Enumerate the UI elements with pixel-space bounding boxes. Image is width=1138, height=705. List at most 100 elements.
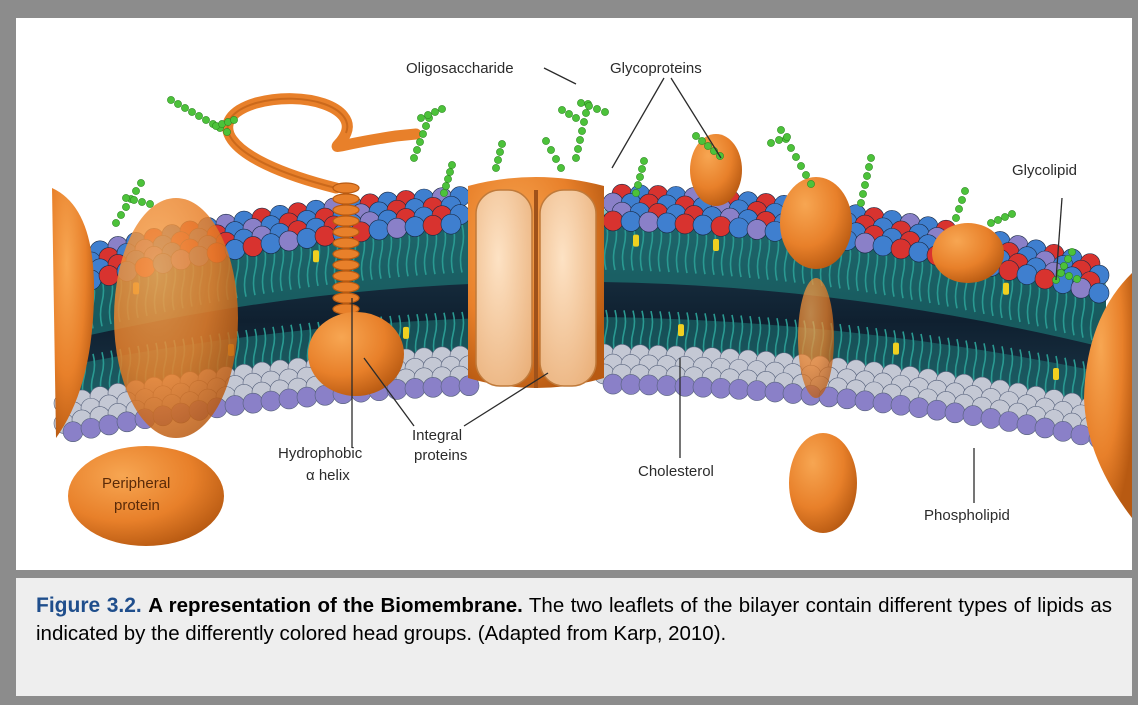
phospholipid-head <box>711 216 731 236</box>
sugar-bead <box>494 156 501 163</box>
cholesterol-molecule <box>713 239 719 251</box>
left-integral-protein <box>114 198 238 438</box>
phospholipid-head <box>315 226 335 246</box>
sugar-bead <box>417 114 424 121</box>
phospholipid-head <box>675 376 695 396</box>
sugar-bead <box>547 146 554 153</box>
phospholipid-head <box>873 236 893 256</box>
cholesterol-molecule <box>678 324 684 336</box>
membrane-illustration: Oligosaccharide Glycoproteins Glycolipid… <box>16 18 1132 570</box>
cholesterol-molecule <box>633 235 639 247</box>
helix-turn <box>333 282 359 292</box>
sugar-bead <box>578 127 585 134</box>
figure-number: Figure 3.2. <box>36 594 142 617</box>
phospholipid-head <box>657 213 677 233</box>
label-phospholipid: Phospholipid <box>924 507 1010 524</box>
sugar-bead <box>692 132 699 139</box>
glycolipid-attached-protein <box>932 223 1004 283</box>
phospholipid-head <box>657 376 677 396</box>
sugar-bead <box>223 128 230 135</box>
helix-turn <box>333 238 359 248</box>
phospholipid-head <box>423 215 443 235</box>
sugar-bead <box>640 157 647 164</box>
helix-turn <box>333 183 359 193</box>
phospholipid-head <box>1035 269 1055 289</box>
sugar-bead <box>1073 275 1080 282</box>
phospholipid-head <box>621 374 641 394</box>
sugar-bead <box>1008 210 1015 217</box>
phospholipid-head <box>261 391 281 411</box>
cholesterol-molecule <box>313 250 319 262</box>
phospholipid-head <box>729 379 749 399</box>
sugar-bead <box>202 116 209 123</box>
sugar-bead <box>230 116 237 123</box>
sugar-bead <box>704 142 711 149</box>
phospholipid-head <box>783 384 803 404</box>
sugar-bead <box>582 109 589 116</box>
sugar-bead <box>132 187 139 194</box>
sugar-bead <box>444 175 451 182</box>
sugar-bead <box>783 133 790 140</box>
sugar-bead <box>498 140 505 147</box>
sugar-bead <box>859 190 866 197</box>
phospholipid-head <box>729 218 749 238</box>
sugar-bead <box>1001 213 1008 220</box>
sugar-bead <box>857 199 864 206</box>
helix-turn <box>333 227 359 237</box>
sugar-bead <box>181 104 188 111</box>
channel-protein <box>468 177 604 388</box>
phospholipid-head <box>81 418 101 438</box>
sugar-bead <box>585 102 592 109</box>
sugar-bead <box>787 144 794 151</box>
phospholipid-head <box>981 408 1001 428</box>
sugar-bead <box>865 163 872 170</box>
phospholipid-head <box>441 376 461 396</box>
membrane-diagram: Oligosaccharide Glycoproteins Glycolipid… <box>16 18 1132 570</box>
sugar-bead <box>122 194 129 201</box>
phospholipid-head <box>1035 418 1055 438</box>
sugar-bead <box>542 137 549 144</box>
sugar-bead <box>167 96 174 103</box>
sugar-bead <box>863 172 870 179</box>
sugar-bead <box>424 111 431 118</box>
phospholipid-head <box>963 406 983 426</box>
sugar-bead <box>861 181 868 188</box>
label-hydrophobic-helix-line1: Hydrophobic <box>278 445 363 462</box>
sugar-bead <box>565 110 572 117</box>
glycoprotein-oval-1 <box>690 134 742 206</box>
label-peripheral-protein-line2: protein <box>114 497 160 514</box>
sugar-bead <box>492 164 499 171</box>
peripheral-protein <box>68 446 224 546</box>
sugar-bead <box>775 136 782 143</box>
sugar-bead <box>557 164 564 171</box>
figure-caption: Figure 3.2. A representation of the Biom… <box>36 592 1112 648</box>
sugar-bead <box>117 211 124 218</box>
sugar-bead <box>446 168 453 175</box>
helix-turn <box>333 271 359 281</box>
phospholipid-head <box>891 239 911 259</box>
sugar-bead <box>416 138 423 145</box>
sugar-bead <box>777 126 784 133</box>
label-cholesterol: Cholesterol <box>638 463 714 480</box>
sugar-bead <box>558 106 565 113</box>
phospholipid-head <box>873 393 893 413</box>
sugar-bead <box>410 154 417 161</box>
alpha-helix-base-blob <box>308 312 404 396</box>
phospholipid-head <box>747 381 767 401</box>
phospholipid-head <box>909 398 929 418</box>
sugar-bead <box>634 181 641 188</box>
phospholipid-head <box>693 377 713 397</box>
sugar-bead <box>807 180 814 187</box>
phospholipid-head <box>621 211 641 231</box>
phospholipid-head <box>603 211 623 231</box>
sugar-bead <box>632 189 639 196</box>
phospholipid-head <box>675 214 695 234</box>
sugar-bead <box>438 105 445 112</box>
phospholipid-head <box>711 378 731 398</box>
phospholipid-head <box>243 393 263 413</box>
sugar-bead <box>961 187 968 194</box>
sugar-bead <box>958 196 965 203</box>
label-integral-proteins-line1: Integral <box>412 427 462 444</box>
phospholipid-head <box>945 403 965 423</box>
helix-turn <box>333 216 359 226</box>
